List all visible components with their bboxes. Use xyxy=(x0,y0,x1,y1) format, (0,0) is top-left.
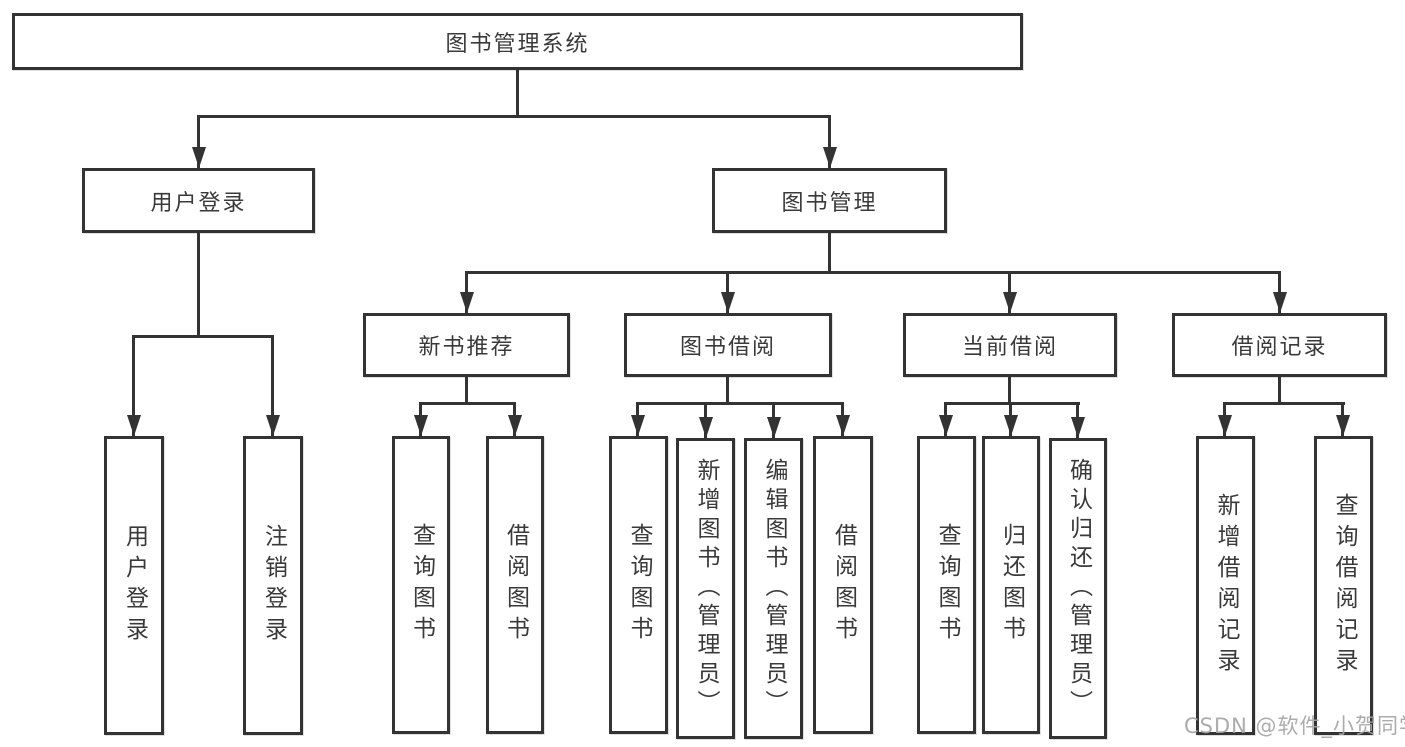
edge-recommend-bus xyxy=(419,402,516,405)
arrow-to-user-login xyxy=(191,115,206,168)
leaf-query-borrow-record: 查询借阅记录 xyxy=(1314,436,1373,735)
arrow-query-borrow-record xyxy=(1335,402,1350,436)
arrow-borrow-borrow-books xyxy=(835,402,850,436)
edge-borrow-records-bus xyxy=(1223,402,1345,405)
node-book-management-label: 图书管理 xyxy=(781,190,878,216)
node-book-management: 图书管理 xyxy=(712,168,947,233)
leaf-add-book-admin-label: 新增图书（管理员） xyxy=(693,458,719,719)
leaf-edit-book-admin: 编辑图书（管理员） xyxy=(744,438,803,739)
arrow-to-current-borrow xyxy=(1002,271,1017,313)
edge-root-bus xyxy=(197,115,831,118)
arrow-to-book-borrow xyxy=(720,271,735,313)
leaf-rec-borrow-books-label: 借阅图书 xyxy=(502,523,529,647)
watermark: CSDN @软件_小贺同学 xyxy=(1184,714,1405,738)
leaf-return-books: 归还图书 xyxy=(982,436,1040,734)
node-root: 图书管理系统 xyxy=(12,13,1023,70)
leaf-current-query-books-label: 查询图书 xyxy=(934,523,960,647)
node-current-borrow-label: 当前借阅 xyxy=(961,335,1058,360)
leaf-logout-label: 注销登录 xyxy=(260,523,287,648)
leaf-current-query-books: 查询图书 xyxy=(917,436,976,734)
arrow-rec-borrow-books xyxy=(507,402,522,436)
node-borrow-records: 借阅记录 xyxy=(1172,313,1387,377)
node-book-borrow-label: 图书借阅 xyxy=(679,335,776,360)
leaf-confirm-return-admin-label: 确认归还（管理员） xyxy=(1065,458,1092,719)
arrow-borrow-query-books xyxy=(630,402,645,436)
edge-book-borrow-bus xyxy=(636,402,844,405)
edge-recommend-trunk xyxy=(465,377,468,405)
leaf-add-borrow-record: 新增借阅记录 xyxy=(1196,436,1255,735)
arrow-rec-query-books xyxy=(413,402,428,436)
edge-book-borrow-trunk xyxy=(726,377,729,405)
leaf-edit-book-admin-label: 编辑图书（管理员） xyxy=(761,458,787,719)
leaf-add-book-admin: 新增图书（管理员） xyxy=(676,438,735,739)
leaf-borrow-query-books: 查询图书 xyxy=(609,436,668,734)
arrow-current-query-books xyxy=(938,402,953,436)
arrow-return-books xyxy=(1003,402,1018,436)
leaf-rec-borrow-books: 借阅图书 xyxy=(486,436,544,734)
leaf-user-login-label: 用户登录 xyxy=(121,523,148,648)
node-new-book-recommend: 新书推荐 xyxy=(363,313,570,377)
edge-current-borrow-bus xyxy=(944,402,1080,405)
edge-book-management-bus xyxy=(465,271,1281,274)
arrow-to-borrow-records xyxy=(1272,271,1287,313)
leaf-return-books-label: 归还图书 xyxy=(998,523,1025,647)
leaf-borrow-borrow-books: 借阅图书 xyxy=(813,436,873,734)
arrow-confirm-return-admin xyxy=(1070,402,1085,438)
edge-borrow-records-trunk xyxy=(1278,377,1281,405)
leaf-user-login: 用户登录 xyxy=(104,436,164,735)
arrow-to-new-book-recommend xyxy=(459,271,474,313)
node-current-borrow: 当前借阅 xyxy=(903,313,1117,377)
leaf-borrow-query-books-label: 查询图书 xyxy=(626,523,652,647)
edge-current-borrow-trunk xyxy=(1008,377,1011,405)
leaf-confirm-return-admin: 确认归还（管理员） xyxy=(1049,438,1107,739)
leaf-logout: 注销登录 xyxy=(243,436,303,735)
node-new-book-recommend-label: 新书推荐 xyxy=(418,335,515,360)
arrow-to-book-management xyxy=(822,115,837,168)
arrow-add-borrow-record xyxy=(1217,402,1232,436)
edge-book-management-trunk xyxy=(828,233,831,274)
leaf-rec-query-books-label: 查询图书 xyxy=(408,523,435,647)
edge-user-login-bus xyxy=(132,335,274,338)
arrow-to-leaf-user-login xyxy=(126,335,141,436)
arrow-add-book-admin xyxy=(698,402,713,438)
node-user-login: 用户登录 xyxy=(82,168,315,233)
node-book-borrow: 图书借阅 xyxy=(624,313,832,377)
node-borrow-records-label: 借阅记录 xyxy=(1231,335,1328,360)
arrow-to-leaf-logout xyxy=(265,335,280,436)
leaf-rec-query-books: 查询图书 xyxy=(392,436,450,734)
leaf-borrow-borrow-books-label: 借阅图书 xyxy=(830,523,857,647)
leaf-add-borrow-record-label: 新增借阅记录 xyxy=(1213,492,1239,679)
leaf-query-borrow-record-label: 查询借阅记录 xyxy=(1331,492,1357,679)
edge-root-trunk xyxy=(516,69,519,117)
node-root-label: 图书管理系统 xyxy=(445,31,590,57)
arrow-edit-book-admin xyxy=(766,402,781,438)
edge-user-login-trunk xyxy=(197,233,200,337)
node-user-login-label: 用户登录 xyxy=(150,190,247,216)
